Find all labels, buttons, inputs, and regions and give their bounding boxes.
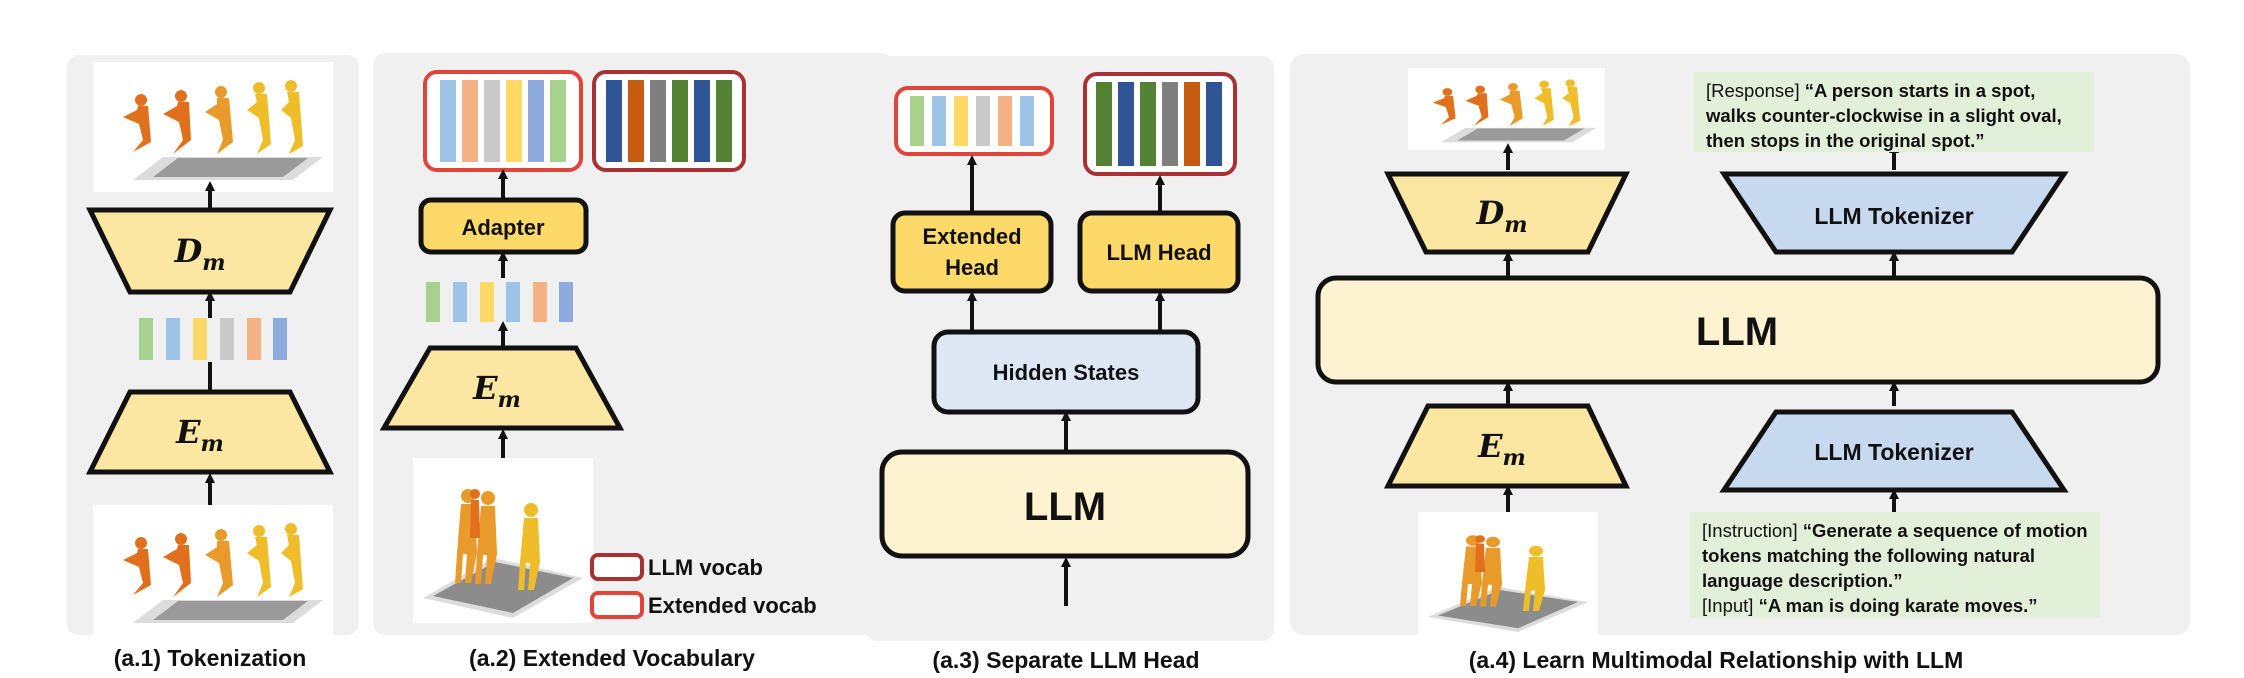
decoder-dm-a4	[1384, 171, 1630, 255]
llm-tokenizer-top	[1719, 171, 2069, 255]
encoder-label-a4: Em	[1477, 427, 1526, 471]
adapter-label: Adapter	[461, 215, 545, 240]
caption-a3: (a.3) Separate LLM Head	[932, 647, 1199, 673]
adapter-token-sequence	[426, 282, 573, 322]
llm-tokenizer-bottom-label: LLM Tokenizer	[1814, 439, 1973, 465]
panel-tokenization	[67, 55, 359, 635]
extended-head-label-line1: Extended	[922, 224, 1021, 249]
motion-image-top	[93, 62, 333, 192]
caption-a4: (a.4) Learn Multimodal Relationship with…	[1469, 647, 1964, 673]
llm-tokenizer-top-label: LLM Tokenizer	[1814, 203, 1973, 229]
response-tag: [Response]	[1706, 80, 1800, 101]
instruction-text: “Generate a sequence of motion tokens ma…	[1702, 520, 2088, 591]
legend-extended-vocab: Extended vocab	[590, 591, 817, 619]
motion-image-karate-a2	[413, 458, 593, 623]
motion-image-top-a4	[1408, 68, 1605, 150]
decoder-label: Dm	[173, 232, 225, 276]
instruction-tag: [Instruction]	[1702, 520, 1798, 541]
instruction-line: [Instruction] “Generate a sequence of mo…	[1702, 518, 2088, 593]
caption-a1: (a.1) Tokenization	[114, 645, 307, 671]
svg-text:Extended vocab: Extended vocab	[648, 593, 817, 618]
encoder-label-a2: Em	[472, 369, 521, 413]
input-tag: [Input]	[1702, 595, 1754, 616]
motion-image-karate-a4	[1418, 512, 1598, 636]
caption-a2: (a.2) Extended Vocabulary	[469, 645, 755, 671]
input-line: [Input] “A man is doing karate moves.”	[1702, 593, 2088, 618]
llm-head-output-tokens	[1083, 72, 1237, 176]
extended-head-label-line2: Head	[945, 255, 999, 280]
llm-box-a4	[1315, 275, 2161, 385]
llm-tokenizer-bottom	[1719, 409, 2069, 493]
response-note: [Response] “A person starts in a spot, w…	[1694, 72, 2094, 152]
extended-head-output-tokens	[894, 86, 1054, 156]
svg-text:LLM vocab: LLM vocab	[648, 555, 763, 580]
token-sequence	[139, 318, 287, 360]
encoder-em-a4	[1383, 403, 1630, 489]
decoder-dm	[85, 207, 335, 295]
llm-label-a3: LLM	[1024, 485, 1106, 529]
encoder-em-a2	[379, 345, 625, 431]
llm-label-a4: LLM	[1696, 310, 1778, 354]
llm-box-a3	[879, 449, 1251, 559]
instruction-note: [Instruction] “Generate a sequence of mo…	[1690, 512, 2100, 618]
motion-image-bottom	[93, 505, 333, 635]
llm-vocab-box	[592, 70, 746, 172]
encoder-em	[85, 389, 335, 475]
legend-llm-vocab: LLM vocab	[590, 553, 763, 581]
hidden-states-label: Hidden States	[993, 360, 1140, 385]
encoder-label: Em	[175, 413, 224, 457]
input-text: “A man is doing karate moves.”	[1758, 595, 2038, 616]
response-text: “A person starts in a spot, walks counte…	[1706, 80, 2062, 151]
llm-head-label: LLM Head	[1106, 240, 1211, 265]
decoder-label-a4: Dm	[1475, 194, 1527, 238]
extended-vocab-box	[423, 70, 583, 172]
